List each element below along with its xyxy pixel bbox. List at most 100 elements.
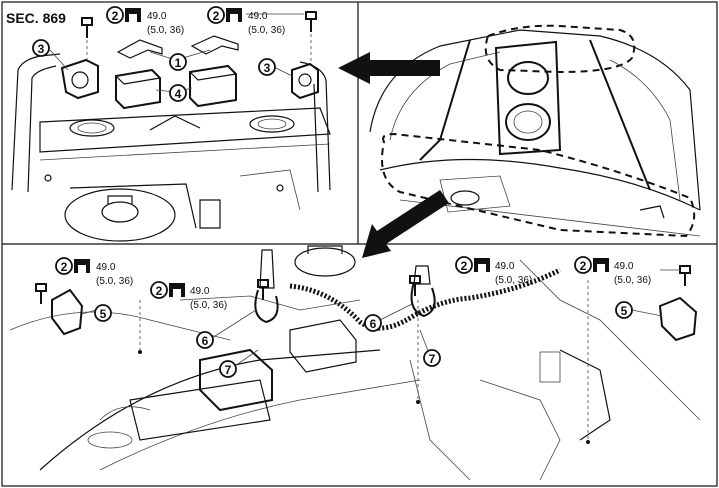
highlight-subwoofer-area [484, 24, 636, 74]
callout-2-top-left: 2 [106, 6, 124, 24]
mount-point-3 [586, 440, 590, 444]
bolt-icon [35, 283, 47, 304]
torque-wrench-icon [593, 258, 609, 272]
torque-value: 49.0 [96, 262, 116, 273]
callout-6-left: 6 [196, 331, 214, 349]
right-bracket-hole [298, 73, 312, 87]
callout-7-right: 7 [423, 349, 441, 367]
spare-tire-bottom [294, 247, 356, 277]
leader-7-left [231, 349, 259, 369]
torque-alt: (5.0, 36) [248, 25, 285, 36]
bottom-rail [129, 379, 271, 441]
right-body-contour-2 [479, 379, 561, 481]
clip-right [190, 35, 239, 55]
clip-left [116, 39, 163, 59]
torque-alt: (5.0, 36) [147, 25, 184, 36]
callout-number: 3 [264, 61, 271, 75]
spare-tire-hub [101, 201, 139, 223]
callout-7-left: 7 [219, 360, 237, 378]
belt-buckle [639, 205, 665, 219]
left-pillar-inner [27, 65, 57, 193]
body-panel-line [39, 143, 331, 161]
harness-hook-right [410, 281, 436, 318]
torque-wrench-icon [226, 8, 242, 22]
left-bracket-hole [71, 71, 89, 89]
floor-line [399, 199, 701, 237]
torque-value: 49.0 [190, 286, 210, 297]
left-pillar [11, 53, 61, 191]
section-label: SEC. 869 [6, 10, 66, 26]
callout-2-bottom-1: 2 [55, 257, 73, 275]
right-speaker-bracket [291, 62, 319, 100]
armrest-cupholder [450, 190, 480, 206]
callout-6-right: 6 [364, 314, 382, 332]
callout-number: 4 [175, 87, 182, 101]
subwoofer-lower [505, 103, 551, 141]
callout-number: 7 [225, 363, 232, 377]
bolt-icon [81, 17, 93, 38]
speaker-cutout-left-inner [77, 122, 107, 134]
torque-alt: (5.0, 36) [190, 300, 227, 311]
callout-number: 6 [370, 317, 377, 331]
bracket-lower [199, 199, 221, 229]
trunk-floor [69, 183, 197, 229]
callout-2-bottom-2: 2 [150, 281, 168, 299]
rail-contour [99, 406, 151, 421]
speaker-cutout-left [69, 119, 115, 137]
callout-5-right: 5 [615, 301, 633, 319]
parcel-shelf [39, 107, 331, 153]
bottom-panel [9, 245, 701, 481]
bolt-icon [409, 275, 421, 296]
amplifier-box [199, 348, 273, 412]
spare-tire-bottom-hub [307, 245, 343, 254]
arrow-left-icon [338, 52, 440, 84]
leader-5-left [81, 309, 97, 315]
control-unit-box [289, 319, 357, 373]
floor-contour-2 [39, 349, 381, 471]
callout-number: 2 [213, 9, 220, 23]
callout-4: 4 [169, 84, 187, 102]
callout-number: 2 [580, 259, 587, 273]
torque-value: 49.0 [248, 11, 268, 22]
callout-number: 6 [202, 334, 209, 348]
cover-box-right [189, 64, 237, 108]
cover-box-left [115, 68, 161, 110]
arrow-down-left-icon [362, 190, 449, 258]
clip-bracket [539, 351, 561, 383]
torque-value: 49.0 [614, 261, 634, 272]
leader-6-left [211, 309, 257, 339]
right-bracket-panel [559, 349, 611, 441]
floor-contour-4 [179, 295, 361, 311]
harness-bracket-right [658, 296, 698, 342]
torque-alt: (5.0, 36) [96, 276, 133, 287]
cover-box-left-top [115, 75, 161, 85]
bolt-icon [257, 279, 269, 300]
mount-point-1 [138, 350, 142, 354]
leader-5-right [631, 309, 663, 317]
callout-number: 7 [429, 352, 436, 366]
torque-wrench-icon [169, 283, 185, 297]
callout-number: 2 [461, 259, 468, 273]
torque-wrench-icon [125, 8, 141, 22]
right-pillar-inner [313, 83, 319, 193]
callout-1: 1 [169, 53, 187, 71]
leader-3-right [275, 67, 293, 77]
speaker-cutout-right-inner [257, 118, 287, 130]
body-hole-2 [276, 184, 284, 192]
trunk-side-line [239, 169, 301, 211]
subwoofer-upper [507, 61, 549, 95]
center-armrest [439, 175, 511, 213]
torque-alt: (5.0, 36) [495, 275, 532, 286]
torque-value: 49.0 [147, 11, 167, 22]
spare-tire [64, 188, 176, 242]
callout-number: 3 [38, 42, 45, 56]
harness-hook-left [254, 289, 279, 324]
bolt-icon [679, 265, 691, 286]
spare-tire-bolt [107, 195, 133, 204]
floor-contour-1 [9, 311, 231, 341]
torque-value: 49.0 [495, 261, 515, 272]
callout-number: 5 [100, 307, 107, 321]
seat-belt-right [589, 39, 651, 191]
